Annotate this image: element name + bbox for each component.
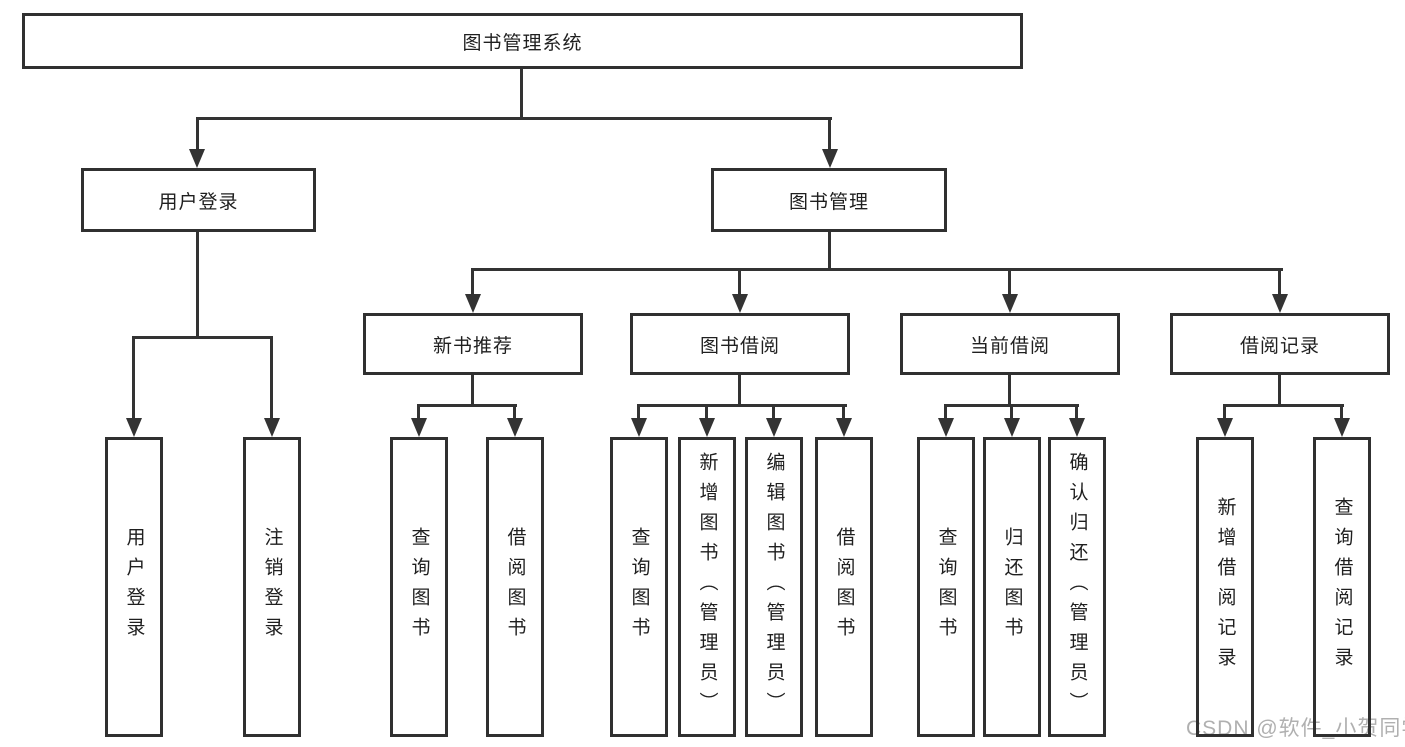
arrowhead-down (189, 149, 205, 168)
connector-vline (1278, 375, 1281, 406)
node-label: 新书推荐 (432, 335, 513, 357)
arrowhead-down (822, 149, 838, 168)
leaf-label: 确认归还（管理员） (1066, 452, 1088, 722)
connector-vline (1340, 404, 1343, 420)
leaf-label: 注销登录 (261, 527, 283, 647)
arrowhead-down (507, 418, 523, 437)
leaf-borrowing-query-books: 查询图书 (610, 437, 668, 737)
arrowhead-down (126, 418, 142, 437)
leaf-label: 借阅图书 (833, 527, 855, 647)
node-label: 用户登录 (158, 191, 239, 213)
connector-hline (471, 268, 1283, 271)
connector-hline (1223, 404, 1344, 407)
connector-hline (417, 404, 517, 407)
connector-vline (196, 232, 199, 336)
node-library-system: 图书管理系统 (22, 13, 1023, 69)
leaf-borrowing-borrow-books: 借阅图书 (815, 437, 873, 737)
leaf-label: 归还图书 (1001, 527, 1023, 647)
connector-vline (738, 375, 741, 406)
node-label: 图书管理系统 (462, 32, 583, 54)
leaf-borrowing-add-books-admin: 新增图书（管理员） (678, 437, 736, 737)
leaf-recommend-borrow-books: 借阅图书 (486, 437, 544, 737)
leaf-current-return-books: 归还图书 (983, 437, 1041, 737)
connector-vline (944, 404, 947, 420)
connector-vline (471, 268, 474, 296)
node-borrowing-records: 借阅记录 (1170, 313, 1390, 375)
connector-vline (270, 336, 273, 420)
node-user-login: 用户登录 (81, 168, 316, 232)
connector-vline (1278, 268, 1281, 296)
leaf-label: 查询图书 (935, 527, 957, 647)
node-current-borrowing: 当前借阅 (900, 313, 1120, 375)
connector-vline (738, 268, 741, 296)
arrowhead-down (1334, 418, 1350, 437)
node-label: 借阅记录 (1239, 335, 1320, 357)
connector-vline (417, 404, 420, 420)
connector-vline (828, 232, 831, 270)
arrowhead-down (465, 294, 481, 313)
leaf-records-add-borrow-record: 新增借阅记录 (1196, 437, 1254, 737)
arrowhead-down (1004, 418, 1020, 437)
leaf-label: 编辑图书（管理员） (763, 452, 785, 722)
connector-vline (1008, 268, 1011, 296)
connector-vline (1223, 404, 1226, 420)
leaf-label: 查询图书 (408, 527, 430, 647)
leaf-label: 查询借阅记录 (1331, 497, 1353, 677)
leaf-records-query-borrow-record: 查询借阅记录 (1313, 437, 1371, 737)
arrowhead-down (1217, 418, 1233, 437)
connector-vline (1075, 404, 1078, 420)
connector-vline (842, 404, 845, 420)
leaf-user-login: 用户登录 (105, 437, 163, 737)
connector-vline (132, 336, 135, 420)
leaf-recommend-query-books: 查询图书 (390, 437, 448, 737)
node-new-book-recommendation: 新书推荐 (363, 313, 583, 375)
csdn-watermark: CSDN @软件_小贺同学 (1186, 717, 1405, 740)
leaf-logout: 注销登录 (243, 437, 301, 737)
node-label: 图书管理 (788, 191, 869, 213)
arrowhead-down (1002, 294, 1018, 313)
arrowhead-down (631, 418, 647, 437)
leaf-label: 用户登录 (123, 527, 145, 647)
connector-hline (637, 404, 847, 407)
arrowhead-down (264, 418, 280, 437)
connector-vline (1010, 404, 1013, 420)
leaf-borrowing-edit-books-admin: 编辑图书（管理员） (745, 437, 803, 737)
connector-hline (196, 117, 832, 120)
connector-vline (520, 69, 523, 118)
arrowhead-down (766, 418, 782, 437)
node-book-management: 图书管理 (711, 168, 947, 232)
arrowhead-down (1069, 418, 1085, 437)
arrowhead-down (1272, 294, 1288, 313)
connector-vline (513, 404, 516, 420)
leaf-label: 新增图书（管理员） (696, 452, 718, 722)
connector-vline (705, 404, 708, 420)
arrowhead-down (732, 294, 748, 313)
leaf-current-confirm-return-admin: 确认归还（管理员） (1048, 437, 1106, 737)
node-label: 图书借阅 (699, 335, 780, 357)
arrowhead-down (836, 418, 852, 437)
node-book-borrowing: 图书借阅 (630, 313, 850, 375)
connector-vline (828, 117, 831, 151)
connector-vline (772, 404, 775, 420)
arrowhead-down (699, 418, 715, 437)
connector-vline (471, 375, 474, 406)
arrowhead-down (938, 418, 954, 437)
node-label: 当前借阅 (969, 335, 1050, 357)
connector-hline (132, 336, 273, 339)
connector-vline (1008, 375, 1011, 406)
leaf-label: 借阅图书 (504, 527, 526, 647)
connector-vline (196, 117, 199, 151)
leaf-label: 新增借阅记录 (1214, 497, 1236, 677)
arrowhead-down (411, 418, 427, 437)
leaf-current-query-books: 查询图书 (917, 437, 975, 737)
leaf-label: 查询图书 (628, 527, 650, 647)
connector-vline (637, 404, 640, 420)
